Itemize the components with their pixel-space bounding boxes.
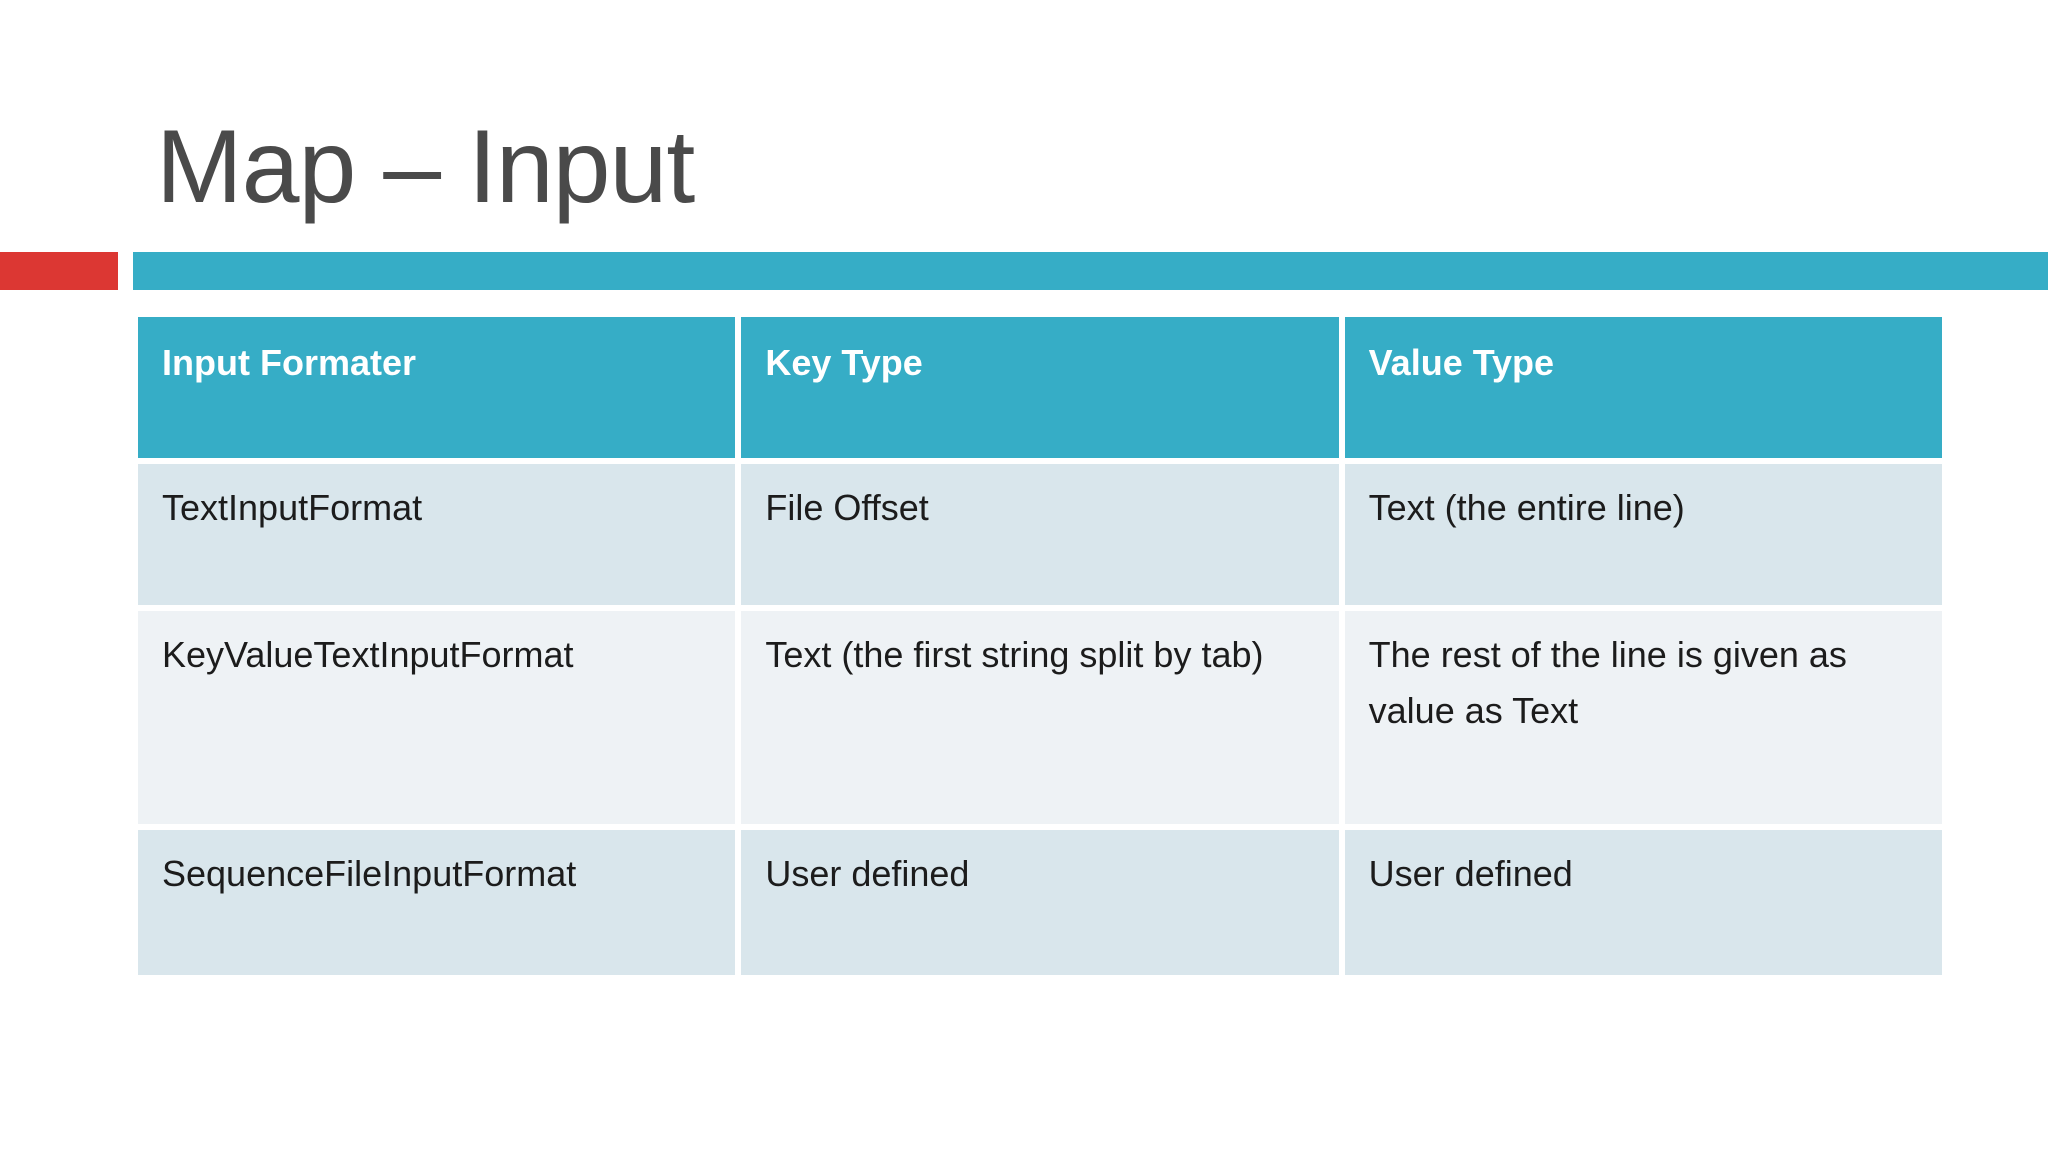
table-cell-r2-value-type: The rest of the line is given as value a… xyxy=(1344,611,1942,824)
table-cell-r3-input-formater: SequenceFileInputFormat xyxy=(138,830,736,975)
table-cell-r1-value-type: Text (the entire line) xyxy=(1344,464,1942,605)
table-cell-r2-key-type: Text (the first string split by tab) xyxy=(741,611,1339,824)
slide-title: Map – Input xyxy=(156,109,695,225)
input-format-table: Input Formater Key Type Value Type TextI… xyxy=(138,317,1942,975)
table-cell-r1-input-formater: TextInputFormat xyxy=(138,464,736,605)
red-accent-bar xyxy=(0,252,118,290)
column-header-input-formater: Input Formater xyxy=(138,317,736,458)
table-cell-r3-value-type: User defined xyxy=(1344,830,1942,975)
teal-accent-bar xyxy=(133,252,2048,290)
column-header-key-type: Key Type xyxy=(741,317,1339,458)
table-cell-r3-key-type: User defined xyxy=(741,830,1339,975)
table-cell-r2-input-formater: KeyValueTextInputFormat xyxy=(138,611,736,824)
table-cell-r1-key-type: File Offset xyxy=(741,464,1339,605)
column-header-value-type: Value Type xyxy=(1344,317,1942,458)
